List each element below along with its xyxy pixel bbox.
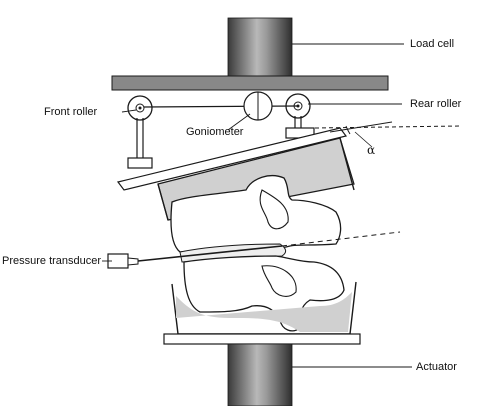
top-plate bbox=[111, 75, 389, 91]
goniometer-rod bbox=[143, 105, 299, 108]
rear-bracket bbox=[285, 116, 315, 139]
load-cell-column bbox=[227, 17, 293, 77]
angle-reference bbox=[314, 121, 461, 148]
goniometer bbox=[243, 91, 273, 121]
lower-facet bbox=[261, 265, 297, 297]
pressure-transducer bbox=[107, 231, 401, 269]
leader-lines bbox=[102, 43, 412, 368]
label-rear-roller: Rear roller bbox=[410, 98, 462, 110]
label-front-roller: Front roller bbox=[44, 106, 98, 118]
label-alpha: α bbox=[367, 143, 376, 157]
front-roller bbox=[127, 95, 153, 121]
actuator-column bbox=[227, 343, 293, 407]
label-pressure-transducer: Pressure transducer bbox=[2, 255, 102, 267]
upper-facet bbox=[259, 189, 289, 230]
front-bracket bbox=[127, 118, 153, 169]
label-load-cell: Load cell bbox=[410, 38, 455, 50]
label-goniometer: Goniometer bbox=[186, 126, 244, 138]
label-actuator: Actuator bbox=[416, 361, 457, 373]
